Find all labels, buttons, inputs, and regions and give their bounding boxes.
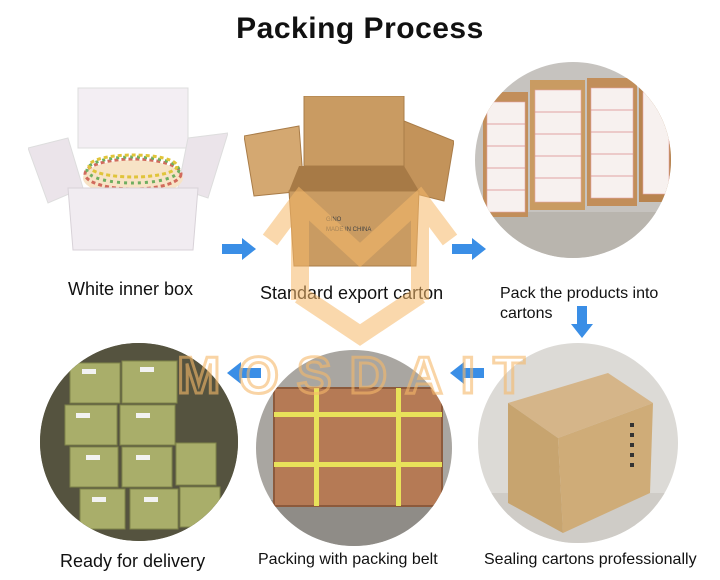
export-carton-image: GINO MADE IN CHINA xyxy=(243,95,455,272)
arrow-right-icon xyxy=(452,238,488,265)
carton-print-line2: MADE IN CHINA xyxy=(326,227,371,233)
arrow-right-icon xyxy=(222,238,258,265)
ready-for-delivery-image xyxy=(40,343,238,541)
page-title: Packing Process xyxy=(236,12,484,45)
arrow-left-icon xyxy=(225,362,261,389)
step-label-pack-products-text: Pack the products into cartons xyxy=(500,285,659,322)
packing-belt-image xyxy=(256,350,452,546)
carton-print-line1: GINO xyxy=(326,217,342,223)
white-inner-box-image xyxy=(27,78,229,258)
arrow-down-icon xyxy=(571,306,593,343)
arrow-left-icon xyxy=(448,362,484,389)
step-label-packing-belt: Packing with packing belt xyxy=(258,551,438,568)
cartons-filled-image xyxy=(475,62,671,258)
step-label-ready-for-delivery: Ready for delivery xyxy=(60,551,206,571)
step-label-pack-products: Pack the products into cartons xyxy=(500,284,690,324)
step-label-export-carton: Standard export carton xyxy=(260,283,444,303)
step-label-sealing-cartons: Sealing cartons professionally xyxy=(484,551,697,568)
step-label-white-inner-box: White inner box xyxy=(68,279,194,299)
sealed-carton-image xyxy=(478,343,678,543)
